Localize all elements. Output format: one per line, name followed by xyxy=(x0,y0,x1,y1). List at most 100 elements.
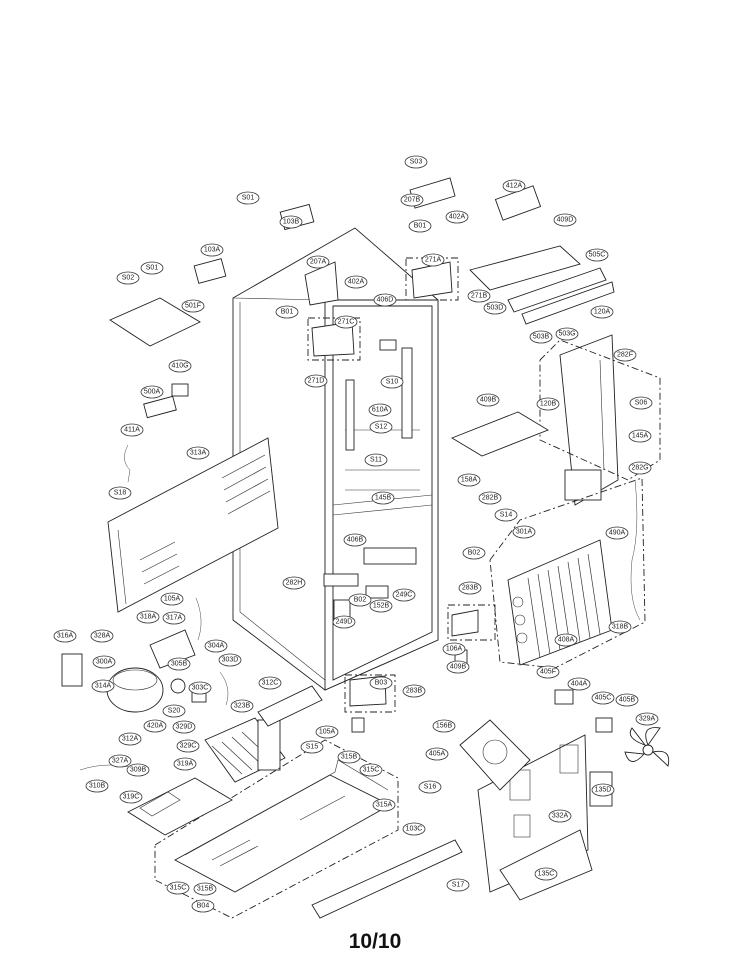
callout-310b: 310B xyxy=(85,779,109,793)
pcb-500a xyxy=(143,395,177,419)
callout-label: 271A xyxy=(425,257,442,264)
rail-right xyxy=(401,347,413,439)
callout-271c: 271C xyxy=(334,315,358,329)
callout-label: 409B xyxy=(450,664,467,671)
callout-label: 315B xyxy=(341,754,358,761)
callout-label: 145B xyxy=(375,495,392,502)
callout-s11: S11 xyxy=(364,453,388,467)
callout-label: 282G xyxy=(631,465,648,472)
callout-319c: 319C xyxy=(119,790,143,804)
callout-label: 412A xyxy=(506,183,523,190)
callout-label: B03 xyxy=(375,680,388,687)
wire-411a xyxy=(124,444,131,483)
foot-105a xyxy=(351,717,365,733)
cover-405b xyxy=(595,717,613,733)
relay-410g xyxy=(171,383,189,397)
callout-label: 405C xyxy=(595,695,612,702)
callout-label: S17 xyxy=(452,882,465,889)
callout-120a: 120A xyxy=(590,305,614,319)
callout-label: 309B xyxy=(130,767,147,774)
callout-328a: 328A xyxy=(90,629,114,643)
callout-label: 152B xyxy=(373,603,390,610)
callout-s15: S15 xyxy=(300,740,324,754)
callout-s02: S02 xyxy=(116,271,140,285)
board-503g xyxy=(521,281,615,325)
callout-label: 303C xyxy=(192,685,209,692)
callout-label: 420A xyxy=(147,723,164,730)
rail-upper xyxy=(379,339,397,351)
callout-label: 310B xyxy=(89,783,106,790)
bracket-406b xyxy=(363,547,417,565)
callout-label: 503B xyxy=(533,334,550,341)
callout-label: 105A xyxy=(319,729,336,736)
callout-label: S11 xyxy=(370,457,382,464)
callout-103b: 103B xyxy=(279,215,303,229)
motor-404a xyxy=(554,689,574,705)
callout-label: 314A xyxy=(95,683,112,690)
callout-label: B04 xyxy=(197,903,210,910)
board-505c xyxy=(507,267,607,313)
callout-b02: B02 xyxy=(348,593,372,607)
callout-420a: 420A xyxy=(143,719,167,733)
callout-label: S18 xyxy=(114,490,127,497)
callout-103c: 103C xyxy=(402,822,426,836)
callout-label: 271D xyxy=(308,378,325,385)
callout-label: 328A xyxy=(94,633,111,640)
callout-label: 301A xyxy=(516,529,533,536)
callout-s14: S14 xyxy=(494,508,518,522)
callout-106a: 106A xyxy=(442,642,466,656)
callout-label: 402A xyxy=(449,214,466,221)
callout-label: 249D xyxy=(336,619,353,626)
callout-329a: 329A xyxy=(635,712,659,726)
cover-312c xyxy=(257,685,323,727)
callout-303c: 303C xyxy=(188,681,212,695)
callout-309b: 309B xyxy=(126,763,150,777)
callout-271d: 271D xyxy=(304,374,328,388)
callout-label: 411A xyxy=(124,427,140,434)
callout-label: B01 xyxy=(414,223,427,230)
callout-405a: 405A xyxy=(425,747,449,761)
callout-label: 317A xyxy=(166,615,183,622)
plate-135c xyxy=(499,829,593,901)
callout-label: 327A xyxy=(112,758,129,765)
callout-405b: 405B xyxy=(615,693,639,707)
callout-312a: 312A xyxy=(118,732,142,746)
callout-label: S12 xyxy=(375,424,388,431)
callout-409d: 409D xyxy=(553,213,577,227)
callout-label: 319C xyxy=(123,794,140,801)
callout-304a: 304A xyxy=(204,639,228,653)
callout-405c: 405C xyxy=(591,691,615,705)
callout-label: S01 xyxy=(146,265,159,272)
bracket-282h xyxy=(323,573,359,587)
callout-103a: 103A xyxy=(200,243,224,257)
callout-label: 300A xyxy=(96,659,113,666)
small-cover-103a xyxy=(193,258,227,284)
cover-plate xyxy=(109,297,201,347)
base-plate-315a xyxy=(174,759,391,893)
callout-315b: 315B xyxy=(193,882,217,896)
callout-282b: 282B xyxy=(478,491,502,505)
callout-501f: 501F xyxy=(181,299,205,313)
callout-332a: 332A xyxy=(548,809,572,823)
callout-label: 315C xyxy=(170,885,187,892)
callout-500a: 500A xyxy=(140,385,164,399)
callout-323b: 323B xyxy=(230,699,254,713)
back-cover-panel xyxy=(107,437,279,613)
callout-503d: 503D xyxy=(483,301,507,315)
wire-304a xyxy=(219,671,229,706)
callout-s10: S10 xyxy=(380,375,404,389)
dispenser-housing xyxy=(469,245,581,291)
callout-409b: 409B xyxy=(446,660,470,674)
callout-249d: 249D xyxy=(332,615,356,629)
callout-282h: 282H xyxy=(282,576,306,590)
callout-s18: S18 xyxy=(108,486,132,500)
callout-label: B01 xyxy=(281,309,294,316)
callout-label: 406B xyxy=(347,537,364,544)
callout-label: 145A xyxy=(632,433,649,440)
callout-b03: B03 xyxy=(369,676,393,690)
callout-b04: B04 xyxy=(191,899,215,913)
callout-327a: 327A xyxy=(108,754,132,768)
callout-282f: 282F xyxy=(613,348,637,362)
callout-406d: 406D xyxy=(373,293,397,307)
